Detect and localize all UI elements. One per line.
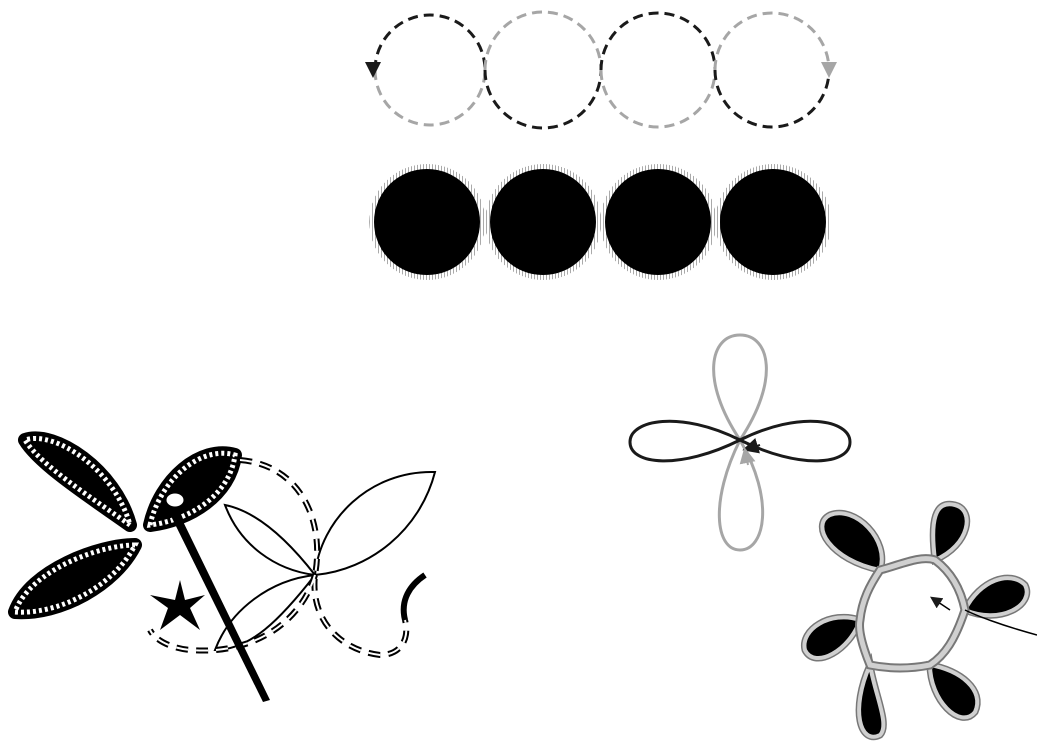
stitch-tail (404, 575, 425, 620)
circle-4-lower (715, 70, 829, 127)
loop-right (740, 421, 850, 461)
loop-left (630, 421, 740, 461)
petal-outline-left (225, 505, 315, 575)
circle-2-upper (485, 12, 601, 70)
four-petal-loop-path (630, 335, 850, 550)
loop-bottom (719, 440, 762, 550)
circle-1-lower (375, 70, 485, 125)
circle-2-lower (485, 70, 601, 128)
needle-eye (165, 492, 185, 508)
circle-3-lower (601, 70, 715, 127)
circle-1-path (375, 15, 485, 70)
circle-4-upper (715, 13, 829, 70)
loop-top (714, 335, 767, 440)
filled-swirl-flower (804, 504, 1037, 736)
embroidered-flower-with-needle (15, 438, 435, 702)
circle-3-upper (601, 13, 715, 70)
dashed-circle-path (373, 12, 829, 128)
star-center (150, 580, 205, 630)
filled-circle-row (369, 164, 831, 280)
arrow-left-swirl-icon (935, 600, 950, 610)
petal-outline-right-top (315, 472, 435, 575)
